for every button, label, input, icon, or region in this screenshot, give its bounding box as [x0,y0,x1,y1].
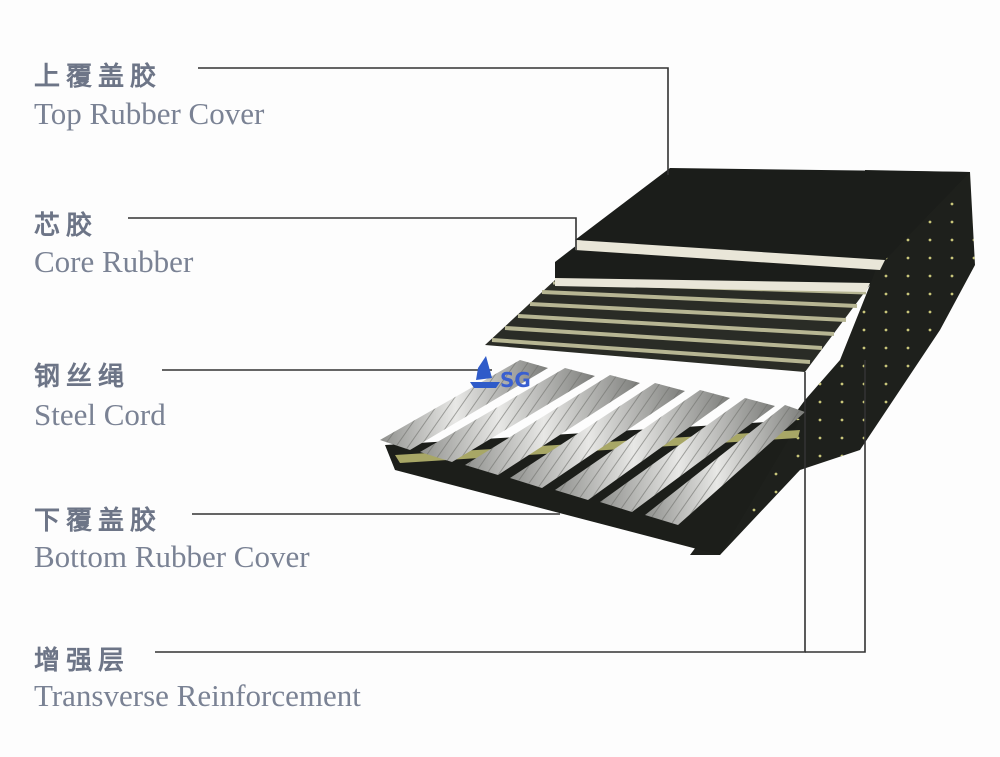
core-rubber-label-en: Core Rubber [34,244,194,279]
belt-side-face [690,170,975,555]
steel-cord-label-en: Steel Cord [34,397,166,432]
top-rubber-cover-layer [575,168,970,270]
top-rubber-cover-label-en: Top Rubber Cover [34,96,265,131]
watermark-text: SG [500,368,531,392]
bottom-rubber-cover-label-cn: 下覆盖胶 [34,506,163,536]
transverse-reinforcement-label-en: Transverse Reinforcement [34,678,361,713]
steel-cord-label-cn: 钢丝绳 [34,362,131,392]
bottom-rubber-cover-label-en: Bottom Rubber Cover [34,539,310,574]
sg-logo-icon: SG [470,356,531,392]
leader-lines [128,67,866,653]
core-rubber-label-cn: 芯胶 [34,211,99,241]
leader-line-core-rubber [128,217,577,250]
leader-line-top-rubber-cover [198,67,669,175]
top-rubber-cover-label-cn: 上覆盖胶 [34,62,163,92]
steel-cords [380,360,805,525]
leader-line-transverse-reinforcement-b [805,360,866,653]
transverse-reinforcement-layer [485,280,870,372]
transverse-reinforcement-label-cn: 增强层 [34,646,131,676]
